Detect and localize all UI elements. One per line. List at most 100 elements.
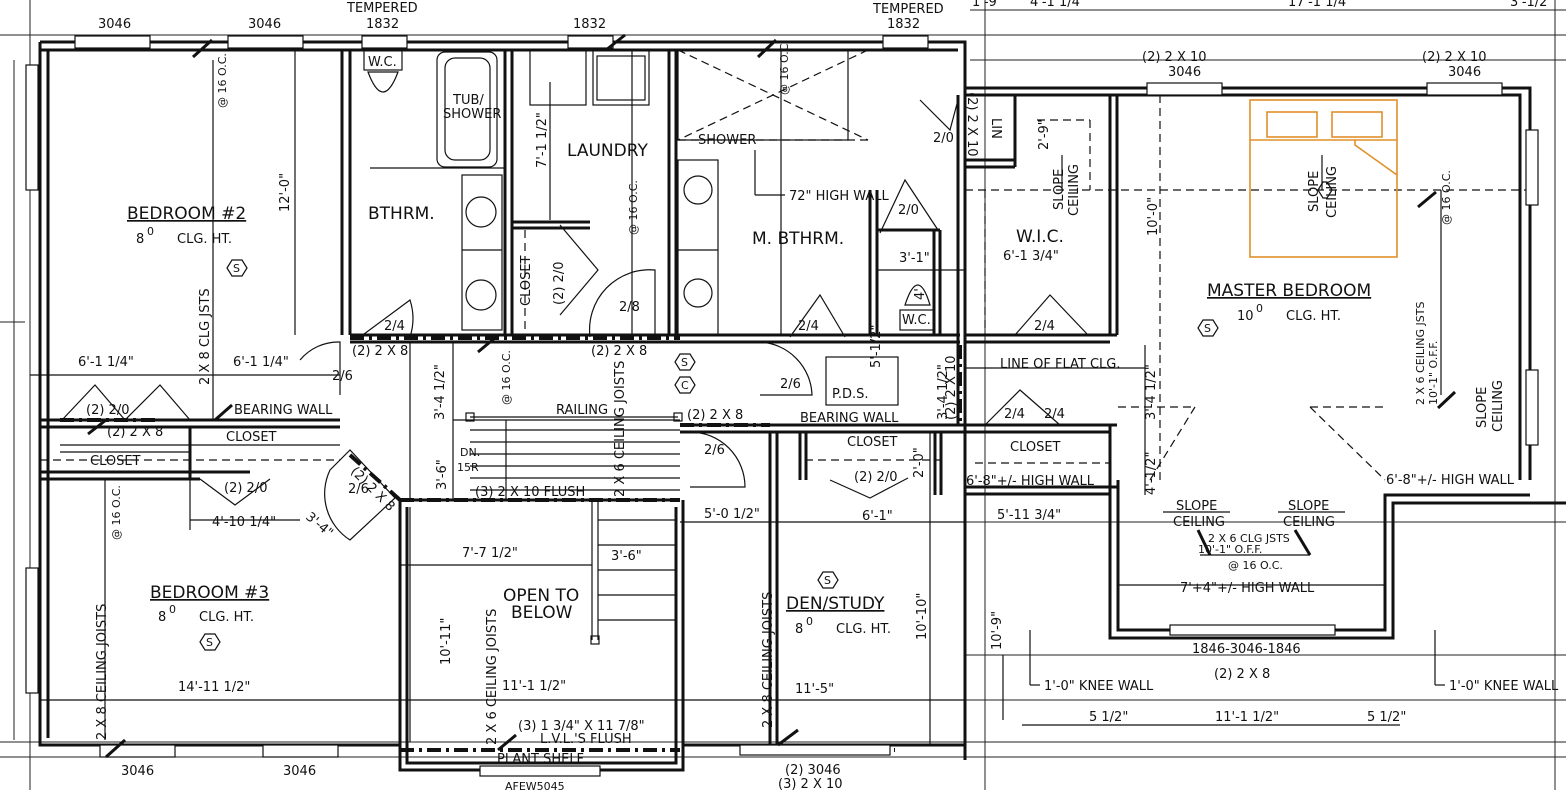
spacing-label: @ 16 O.C. bbox=[1228, 559, 1283, 572]
header-size-label: (2) 2 X 10 bbox=[1422, 50, 1487, 65]
header-size-label: (3) 2 X 10 bbox=[778, 777, 843, 790]
dimension-text: 5'-1/2" bbox=[869, 325, 884, 368]
room-name-master-bedroom: MASTER BEDROOM bbox=[1207, 281, 1371, 301]
ceiling-height-label: CLG. HT. bbox=[836, 622, 891, 637]
door-size-label: 2/6 bbox=[780, 377, 801, 392]
window-size-label: 1832 bbox=[366, 17, 399, 32]
plant-shelf-label: PLANT SHELF bbox=[497, 752, 584, 767]
dimension-text: 6'-1 1/4" bbox=[233, 355, 289, 370]
joist-label: 10'-1" O.F.F. bbox=[1198, 543, 1262, 556]
dimension-text: 3'-4 1/2" bbox=[936, 364, 951, 420]
room-name-bathroom: BTHRM. bbox=[368, 204, 435, 224]
dimension-text: 10'-10" bbox=[915, 593, 930, 640]
spacing-label: @ 16 O.C. bbox=[110, 485, 123, 540]
dimension-text: 3'-4" bbox=[302, 510, 335, 541]
dimension-text: 3'-6" bbox=[435, 459, 450, 490]
dimension-text: 10'-9" bbox=[990, 611, 1005, 650]
high-wall-label: 6'-8"+/- HIGH WALL bbox=[1386, 473, 1515, 488]
wc-label: W.C. bbox=[368, 55, 397, 70]
dimension-text: 4'-10 1/4" bbox=[212, 515, 276, 530]
wc-label: W.C. bbox=[902, 313, 931, 328]
ceiling-label: CEILING bbox=[1325, 166, 1340, 218]
room-name-open-to-below-2: BELOW bbox=[511, 603, 573, 623]
high-wall-label: 6'-8"+/- HIGH WALL bbox=[966, 474, 1095, 489]
spacing-label: @ 16 O.C. bbox=[778, 40, 791, 95]
knee-wall-label: 1'-0" KNEE WALL bbox=[1044, 679, 1154, 694]
dimension-text: 3'-4 1/2" bbox=[1144, 364, 1159, 420]
window-size-label: AFEW5045 bbox=[505, 780, 565, 790]
high-wall-label: 7'+4"+/- HIGH WALL bbox=[1180, 581, 1315, 596]
dimension-text: 2'-9" bbox=[1037, 119, 1052, 150]
dimension-text: 10'-0" bbox=[1146, 197, 1161, 236]
door-size-label: 2/8 bbox=[619, 300, 640, 315]
ceiling-height-value: 8 bbox=[158, 610, 166, 625]
ceiling-height-label: CLG. HT. bbox=[1286, 309, 1341, 324]
door-size-label: 2/4 bbox=[1034, 319, 1055, 334]
room-name-den-study: DEN/STUDY bbox=[786, 594, 885, 614]
dimension-text: 11'-5" bbox=[795, 682, 834, 697]
dimension-text: 7'-1 1/2" bbox=[535, 112, 550, 168]
door-size-label: 2/6 bbox=[332, 369, 353, 384]
dimension-text: 6'-1" bbox=[862, 509, 893, 524]
ceiling-height-sup: 0 bbox=[806, 615, 813, 628]
ceiling-label: CEILING bbox=[1283, 515, 1335, 530]
joist-label: 10'-1" O.F.F. bbox=[1427, 341, 1440, 405]
ceiling-height-value: 8 bbox=[136, 232, 144, 247]
dimension-text: 5 1/2" bbox=[1367, 710, 1406, 725]
reference-lines bbox=[30, 50, 1445, 745]
door-size-label: 2/4 bbox=[384, 319, 405, 334]
dimension-text: 4'-1/2" bbox=[1144, 452, 1159, 495]
header-size-label: (2) 2 X 10 bbox=[964, 92, 979, 157]
window-size-label: 3046 bbox=[98, 17, 131, 32]
joist-label: 2 X 8 CLG JSTS bbox=[198, 288, 213, 385]
dimension-text: 5'-11 3/4" bbox=[997, 508, 1061, 523]
joist-label: 2 X 6 CLG JSTS bbox=[1208, 532, 1290, 545]
header-size-label: (2) 2 X 10 bbox=[1142, 50, 1207, 65]
room-name-wic: W.I.C. bbox=[1016, 227, 1064, 247]
tempered-label: TEMPERED bbox=[346, 1, 418, 16]
window-size-label: 1846-3046-1846 bbox=[1192, 642, 1301, 657]
shower-label: SHOWER bbox=[698, 133, 756, 148]
stair-down-label: DN. bbox=[460, 446, 480, 459]
closet-label: CLOSET bbox=[1010, 440, 1061, 455]
dimension-text: 11'-1 1/2" bbox=[502, 679, 566, 694]
door-size-label: 2/4 bbox=[1004, 407, 1025, 422]
ceiling-height-label: CLG. HT. bbox=[177, 232, 232, 247]
slope-label: SLOPE bbox=[1475, 387, 1490, 428]
window-size-label: 3046 bbox=[121, 764, 154, 779]
spacing-label: @ 16 O.C. bbox=[500, 350, 513, 405]
dimension-text: 10'-11" bbox=[439, 618, 454, 665]
closet-label: CLOSET bbox=[226, 430, 277, 445]
header-size-label: (2) 2 X 8 bbox=[352, 344, 408, 359]
slope-label: SLOPE bbox=[1176, 499, 1217, 514]
window-size-label: 3046 bbox=[1448, 65, 1481, 80]
closet-label: CLOSET bbox=[847, 435, 898, 450]
room-name-bedroom-2: BEDROOM #2 bbox=[127, 204, 246, 224]
dimension-text: 11'-1 1/2" bbox=[1215, 710, 1279, 725]
door-size-label: (2) 2/0 bbox=[854, 470, 897, 485]
smoke-detector-symbol: S bbox=[1204, 322, 1211, 335]
tempered-label: TEMPERED bbox=[872, 2, 944, 17]
room-name-laundry: LAUNDRY bbox=[567, 141, 648, 161]
slope-label: SLOPE bbox=[1307, 171, 1322, 212]
dimension-text: 2'-0" bbox=[912, 447, 927, 478]
joist-label: 2 X 8 CEILING JOISTS bbox=[95, 604, 110, 740]
closet-label: CLOSET bbox=[90, 454, 141, 469]
dimension-text: 7'-7 1/2" bbox=[462, 546, 518, 561]
ceiling-height-value: 10 bbox=[1237, 309, 1254, 324]
dimension-text: 3'-6" bbox=[611, 549, 642, 564]
joist-label: 2 X 8 CEILING JOISTS bbox=[761, 592, 776, 728]
header-size-label: (2) 2 X 8 bbox=[687, 408, 743, 423]
door-size-label: (2) 2/0 bbox=[224, 481, 267, 496]
line-flat-ceiling-label: LINE OF FLAT CLG. bbox=[1000, 357, 1121, 372]
dimension-text: 5 1/2" bbox=[1089, 710, 1128, 725]
linen-label: LIN bbox=[988, 118, 1003, 139]
dimension-text: 3'-1" bbox=[899, 251, 930, 266]
dimension-text: 17'-1 1/4" bbox=[1288, 0, 1352, 10]
header-ticks bbox=[87, 33, 1457, 759]
spacing-label: @ 16 O.C. bbox=[216, 53, 229, 108]
ceiling-label: CEILING bbox=[1067, 164, 1082, 216]
bearing-wall-label: BEARING WALL bbox=[234, 403, 333, 418]
